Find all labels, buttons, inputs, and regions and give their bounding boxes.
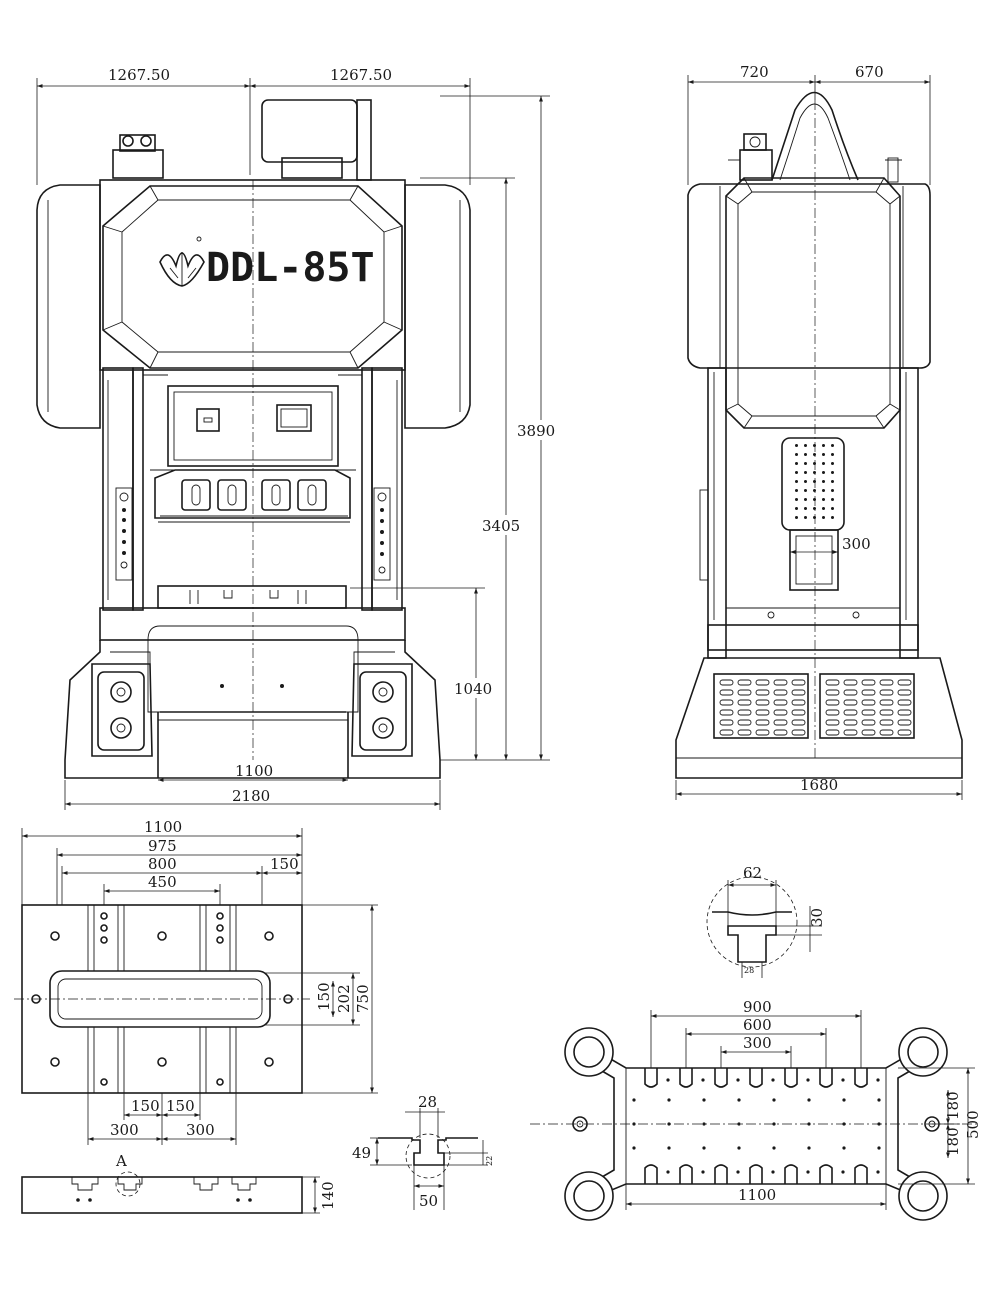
bolster-right-dimensions: 150 202 750: [265, 904, 378, 1094]
bolster-elevation: A 140: [21, 1152, 337, 1214]
bed-plate: [99, 607, 406, 641]
crown-frame: [99, 179, 406, 371]
side-top-dimensions: 720 670: [687, 63, 931, 185]
dim-bolster-hole-span: 450: [148, 873, 177, 891]
dim-bolster-edge-offset: 150: [270, 855, 299, 873]
dim-slide-span-600: 600: [743, 1016, 772, 1034]
brand-logo-icon: [159, 236, 205, 287]
left-side-guard: [36, 184, 101, 429]
dim-width-right: 1267.50: [330, 66, 392, 84]
side-bed-plate: [707, 624, 919, 651]
bolster-side: [21, 1176, 303, 1214]
slide-corner-rings: [564, 1027, 948, 1221]
dim-bolster-length: 1100: [144, 818, 182, 836]
motor-box: [261, 99, 358, 163]
slide-hole-grid: [632, 1078, 881, 1174]
dim-depth-front: 720: [740, 63, 769, 81]
dim-width-bed-opening: 1100: [235, 762, 273, 780]
dim-slide-length: 1100: [738, 1186, 776, 1204]
dim-bolster-thickness: 140: [319, 1181, 337, 1210]
dim-slide-t-slot-width: 62: [743, 864, 762, 882]
t-slot-detail: 28 49 22 50: [352, 1093, 494, 1210]
front-bottom-dimensions: 1100 2180: [64, 762, 441, 810]
side-motor: [781, 437, 845, 591]
dim-t-slot-bottom: 50: [419, 1192, 438, 1210]
right-column-controls: [373, 487, 391, 581]
dim-width-base: 2180: [232, 787, 270, 805]
slide-t-slot-detail: 62 30 28: [706, 864, 826, 978]
model-label: DDL-85T: [206, 245, 375, 291]
dim-bolster-width: 750: [354, 984, 372, 1013]
lube-pump: [112, 134, 164, 179]
left-column: [102, 367, 134, 611]
dim-t-slot-top: 28: [418, 1093, 437, 1111]
side-frame-right: [899, 367, 919, 659]
dim-bolster-opening-h: 150: [315, 982, 333, 1011]
dim-t-slot-neck: 22: [485, 1156, 494, 1166]
dim-depth-back: 670: [855, 63, 884, 81]
bolster-plan: 1100 975 800 150 450: [14, 818, 378, 1145]
dim-bolster-opening-slot: 202: [335, 984, 353, 1013]
side-housing: [687, 183, 931, 369]
dim-hole-pitch-right: 300: [186, 1121, 215, 1139]
slide-control-panel: [276, 404, 312, 432]
dim-bolster-slot-span: 800: [148, 855, 177, 873]
motor-base: [281, 157, 343, 179]
dim-hole-pitch-left: 300: [110, 1121, 139, 1139]
right-cushion: [351, 663, 413, 757]
side-base: [675, 657, 963, 779]
slide-indicator-left: [196, 408, 220, 432]
dim-height-total: 3890: [517, 422, 555, 440]
dim-height-frame: 3405: [482, 517, 520, 535]
dim-height-bed: 1040: [454, 680, 492, 698]
front-bolster: [157, 585, 347, 609]
motor-mast: [356, 99, 372, 181]
dim-slide-t-slot-neck: 28: [744, 966, 754, 975]
slide-t-slot-shape: [727, 925, 777, 963]
dim-slide-width: 500: [964, 1110, 982, 1139]
dim-slide-offset-bottom: 180: [944, 1127, 962, 1156]
bolster-top-dimensions: 1100 975 800 150 450: [21, 818, 303, 905]
front-vertical-dimensions: 3890 3405 1040: [350, 95, 558, 761]
dim-slide-offset-top: 180: [944, 1091, 962, 1120]
side-access-panel: [725, 177, 901, 429]
dim-bolster-inner: 975: [148, 837, 177, 855]
dim-slide-t-slot-depth: 30: [808, 908, 826, 927]
dim-motor: 300: [842, 535, 871, 553]
side-top-hood: [771, 91, 859, 181]
side-frame-left: [707, 367, 727, 659]
bolster-holes: [31, 912, 293, 1086]
bolster-bottom-dimensions: 150 150 300 300: [87, 1093, 237, 1145]
right-column: [371, 367, 403, 611]
side-base-vents: [713, 673, 915, 739]
die-clamps: [154, 469, 351, 523]
front-base: [64, 640, 441, 779]
section-mark-a: A: [115, 1152, 127, 1170]
dim-width-left: 1267.50: [108, 66, 170, 84]
side-view: 720 670: [675, 63, 963, 800]
dim-slot-pitch-left: 150: [131, 1097, 160, 1115]
left-column-controls: [115, 487, 133, 581]
slide-plan: 900 600 300: [530, 998, 982, 1221]
dim-slide-span-300: 300: [743, 1034, 772, 1052]
front-top-dimensions: 1267.50 1267.50: [36, 66, 471, 185]
right-side-guard: [404, 184, 471, 429]
left-cushion: [91, 663, 153, 757]
front-view: 1267.50 1267.50 DDL-85T: [36, 66, 558, 810]
dim-t-slot-depth: 49: [352, 1144, 371, 1162]
dim-depth-total: 1680: [800, 776, 838, 794]
dim-slide-span-900: 900: [743, 998, 772, 1016]
dim-slot-pitch-right: 150: [166, 1097, 195, 1115]
side-lube-pump: [728, 133, 773, 181]
slide-slots: [644, 1068, 868, 1184]
